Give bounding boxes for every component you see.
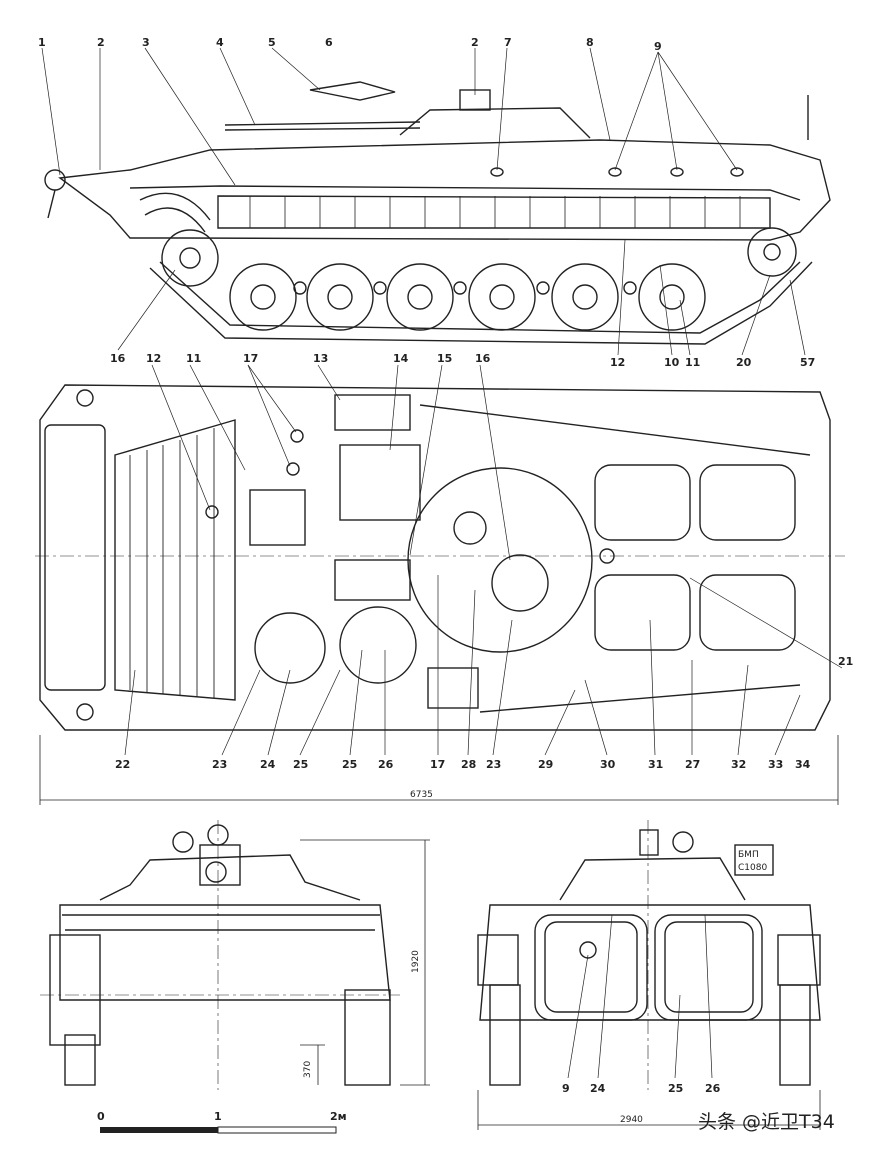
callout-label: 21 [838, 655, 853, 668]
callout-label: 32 [731, 758, 746, 771]
callout-label: 17 [243, 352, 258, 365]
callout-label: 24 [590, 1082, 606, 1095]
callout-label: 29 [538, 758, 553, 771]
rear-width-dimension: 2940 [620, 1115, 643, 1125]
top-callouts: 12 11 17 13 14 15 16 21 22 23 24 25 25 2… [115, 352, 853, 771]
callout-label: 7 [504, 36, 512, 49]
scale-label-0: 0 [97, 1110, 105, 1123]
callout-label: 34 [795, 758, 811, 771]
callout-label: 12 [146, 352, 161, 365]
callout-label: 12 [610, 356, 625, 369]
front-view-drawing [40, 820, 400, 1090]
callout-label: 30 [600, 758, 616, 771]
callout-label: 2 [97, 36, 105, 49]
callout-label: 8 [586, 36, 594, 49]
scale-bar: 0 1 2м [97, 1110, 347, 1134]
front-clearance-dimension: 370 [303, 1061, 313, 1078]
rear-view-drawing [477, 820, 821, 1090]
callout-label: 23 [212, 758, 227, 771]
callout-label: 2 [471, 36, 479, 49]
callout-label: 3 [142, 36, 150, 49]
watermark: 头条 @近卫T34 [698, 1111, 835, 1133]
callout-label: 17 [430, 758, 445, 771]
callout-label: 33 [768, 758, 783, 771]
callout-label: 16 [475, 352, 491, 365]
front-height-dimension: 1920 [411, 950, 421, 973]
callout-label: 57 [800, 356, 815, 369]
callout-label: 14 [393, 352, 409, 365]
callout-label: 23 [486, 758, 501, 771]
callout-label: 4 [216, 36, 224, 49]
callout-label: 26 [705, 1082, 721, 1095]
side-callouts: 1 2 3 4 5 6 2 7 8 9 16 12 10 11 20 57 [38, 36, 815, 369]
callout-label: 22 [115, 758, 130, 771]
top-length-dimension: 6735 [410, 790, 433, 800]
callout-label: 25 [293, 758, 308, 771]
callout-label: 28 [461, 758, 476, 771]
callout-label: 15 [437, 352, 452, 365]
callout-label: 9 [562, 1082, 570, 1095]
callout-label: 5 [268, 36, 276, 49]
rear-plate-top: БМП [738, 850, 759, 860]
callout-label: 11 [186, 352, 201, 365]
callout-label: 10 [664, 356, 680, 369]
rear-plate-bottom: С1080 [738, 863, 767, 873]
rear-callouts: 9 24 25 26 [562, 1082, 721, 1095]
callout-label: 13 [313, 352, 328, 365]
callout-label: 26 [378, 758, 394, 771]
callout-label: 24 [260, 758, 276, 771]
callout-label: 9 [654, 40, 662, 53]
callout-label: 25 [668, 1082, 683, 1095]
scale-label-2: 2м [330, 1110, 347, 1123]
callout-label: 11 [685, 356, 700, 369]
callout-label: 16 [110, 352, 126, 365]
callout-label: 1 [38, 36, 46, 49]
top-view-drawing [35, 384, 845, 731]
callout-label: 31 [648, 758, 663, 771]
scale-label-1: 1 [214, 1110, 222, 1123]
callout-label: 27 [685, 758, 700, 771]
side-view-drawing [44, 81, 831, 345]
callout-label: 6 [325, 36, 333, 49]
callout-label: 25 [342, 758, 357, 771]
callout-label: 20 [736, 356, 752, 369]
